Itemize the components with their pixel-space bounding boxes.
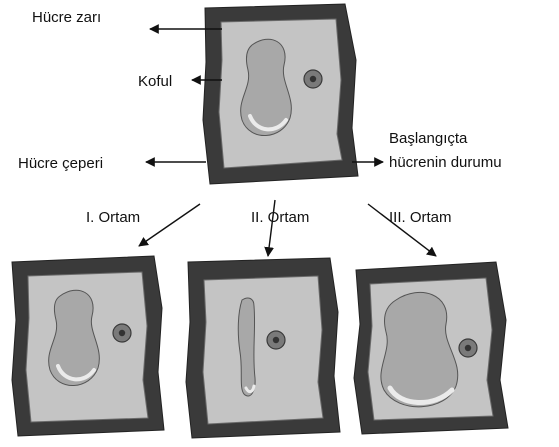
nucleolus: [465, 345, 471, 351]
cell-membrane-label: Hücre zarı: [32, 9, 101, 26]
cell-wall-label: Hücre çeperi: [18, 155, 103, 172]
nucleolus: [273, 337, 279, 343]
initial-cell: [203, 4, 358, 184]
initial-state-label-line1: Başlangıçta: [389, 130, 468, 147]
environment-2-label: II. Ortam: [251, 209, 309, 226]
nucleolus: [310, 76, 316, 82]
vacuole-label: Koful: [138, 73, 172, 90]
environment-1-label: I. Ortam: [86, 209, 140, 226]
initial-state-label-line2: hücrenin durumu: [389, 154, 502, 171]
nucleolus: [119, 330, 125, 336]
environment-3-label: III. Ortam: [389, 209, 452, 226]
cytoplasm: [203, 276, 323, 424]
environment-1-arrow: [139, 204, 200, 246]
cell-environment-1: [12, 256, 164, 436]
cell-environment-2: [186, 258, 340, 438]
cell-environment-3: [354, 262, 508, 434]
